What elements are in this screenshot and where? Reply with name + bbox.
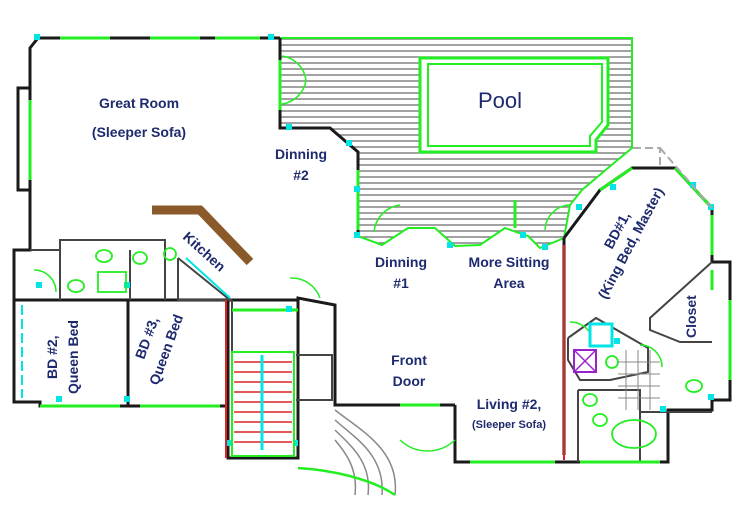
label-bd2: BD #2, xyxy=(44,335,60,379)
kitchen-counter xyxy=(152,205,254,266)
door-swings xyxy=(33,55,663,452)
label-great-room: Great Room xyxy=(99,95,179,111)
label-front-door: Front xyxy=(391,352,427,368)
label-dinning-1-num: #1 xyxy=(393,275,409,291)
entry-stairs xyxy=(297,409,397,497)
elevator xyxy=(588,322,614,348)
label-pool: Pool xyxy=(478,88,522,113)
label-dinning-2-num: #2 xyxy=(293,167,309,183)
windows xyxy=(28,36,732,464)
deck-edge-dashed xyxy=(633,147,661,168)
master-bath-tile xyxy=(618,350,660,410)
label-living-2-sub: (Sleeper Sofa) xyxy=(472,419,546,431)
cyan-markers xyxy=(34,34,714,446)
label-bd2-bed: Queen Bed xyxy=(65,320,81,394)
label-dinning-1: Dinning xyxy=(375,254,427,270)
label-living-2: Living #2, xyxy=(477,396,542,412)
label-great-room-sub: (Sleeper Sofa) xyxy=(92,124,186,140)
label-front-door-2: Door xyxy=(393,373,426,389)
label-sitting-area: Area xyxy=(493,275,524,291)
kitchen-counter-edge xyxy=(185,257,231,299)
stairs xyxy=(225,245,565,460)
label-sitting: More Sitting xyxy=(469,254,550,270)
pool xyxy=(418,56,610,154)
label-closet: Closet xyxy=(683,295,699,338)
bathroom-fixtures xyxy=(67,247,703,449)
label-dinning-2: Dinning xyxy=(275,146,327,162)
